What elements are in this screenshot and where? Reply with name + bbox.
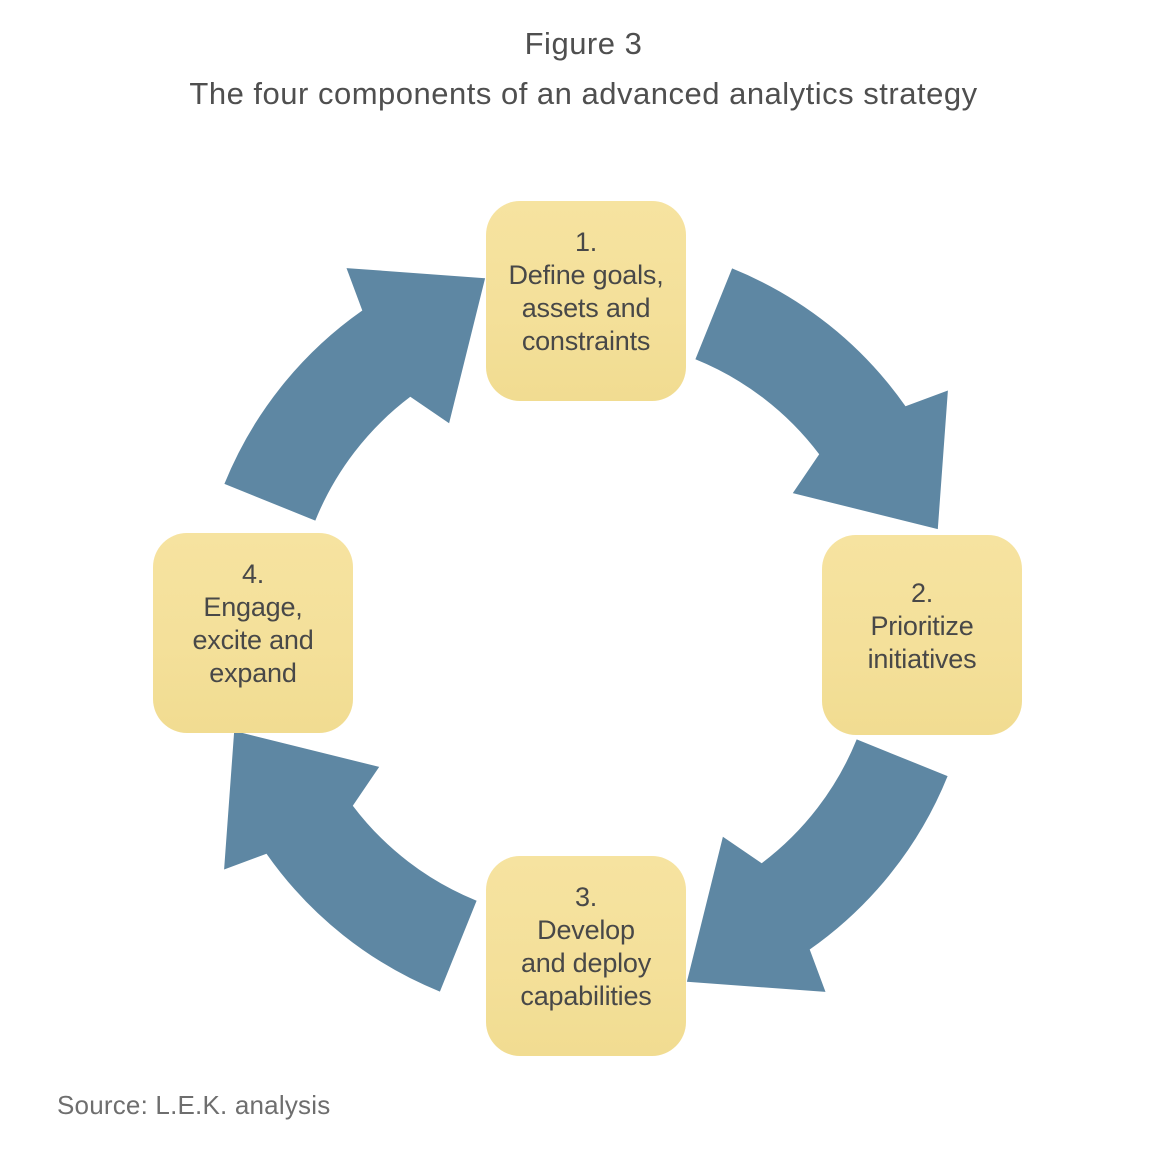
node-line: and deploy (520, 948, 652, 978)
figure-header: Figure 3 The four components of an advan… (0, 26, 1167, 112)
figure-label: Figure 3 (524, 26, 643, 61)
cycle-arrow-1-to-2-icon (695, 268, 948, 530)
node-line: constraints (521, 326, 651, 356)
cycle-node-3: 3. Develop and deploy capabilities (486, 856, 686, 1056)
node-line: excite and (192, 625, 314, 655)
node-number: 1. (574, 227, 598, 257)
source-note: Source: L.E.K. analysis (57, 1090, 331, 1120)
node-line: initiatives (867, 643, 977, 674)
cycle-arrow-4-to-1-icon (224, 268, 486, 521)
cycle-node-2: 2. Prioritize initiatives (822, 535, 1022, 735)
node-number: 3. (574, 882, 598, 912)
node-number: 4. (241, 559, 265, 589)
cycle-arrow-3-to-4-icon (224, 730, 477, 992)
node-line: Define goals, (508, 260, 664, 290)
node-line: Engage, (203, 592, 303, 622)
node-line: expand (209, 658, 297, 688)
node-line: Prioritize (870, 610, 974, 641)
node-line: capabilities (520, 981, 652, 1011)
node-number: 2. (910, 577, 934, 608)
node-line: Develop (537, 915, 635, 945)
node-line: assets and (521, 293, 651, 323)
cycle-node-1: 1. Define goals, assets and constraints (486, 201, 686, 401)
figure-title: The four components of an advanced analy… (189, 76, 978, 111)
cycle-node-4: 4. Engage, excite and expand (153, 533, 353, 733)
cycle-arrow-2-to-3-icon (686, 739, 948, 992)
